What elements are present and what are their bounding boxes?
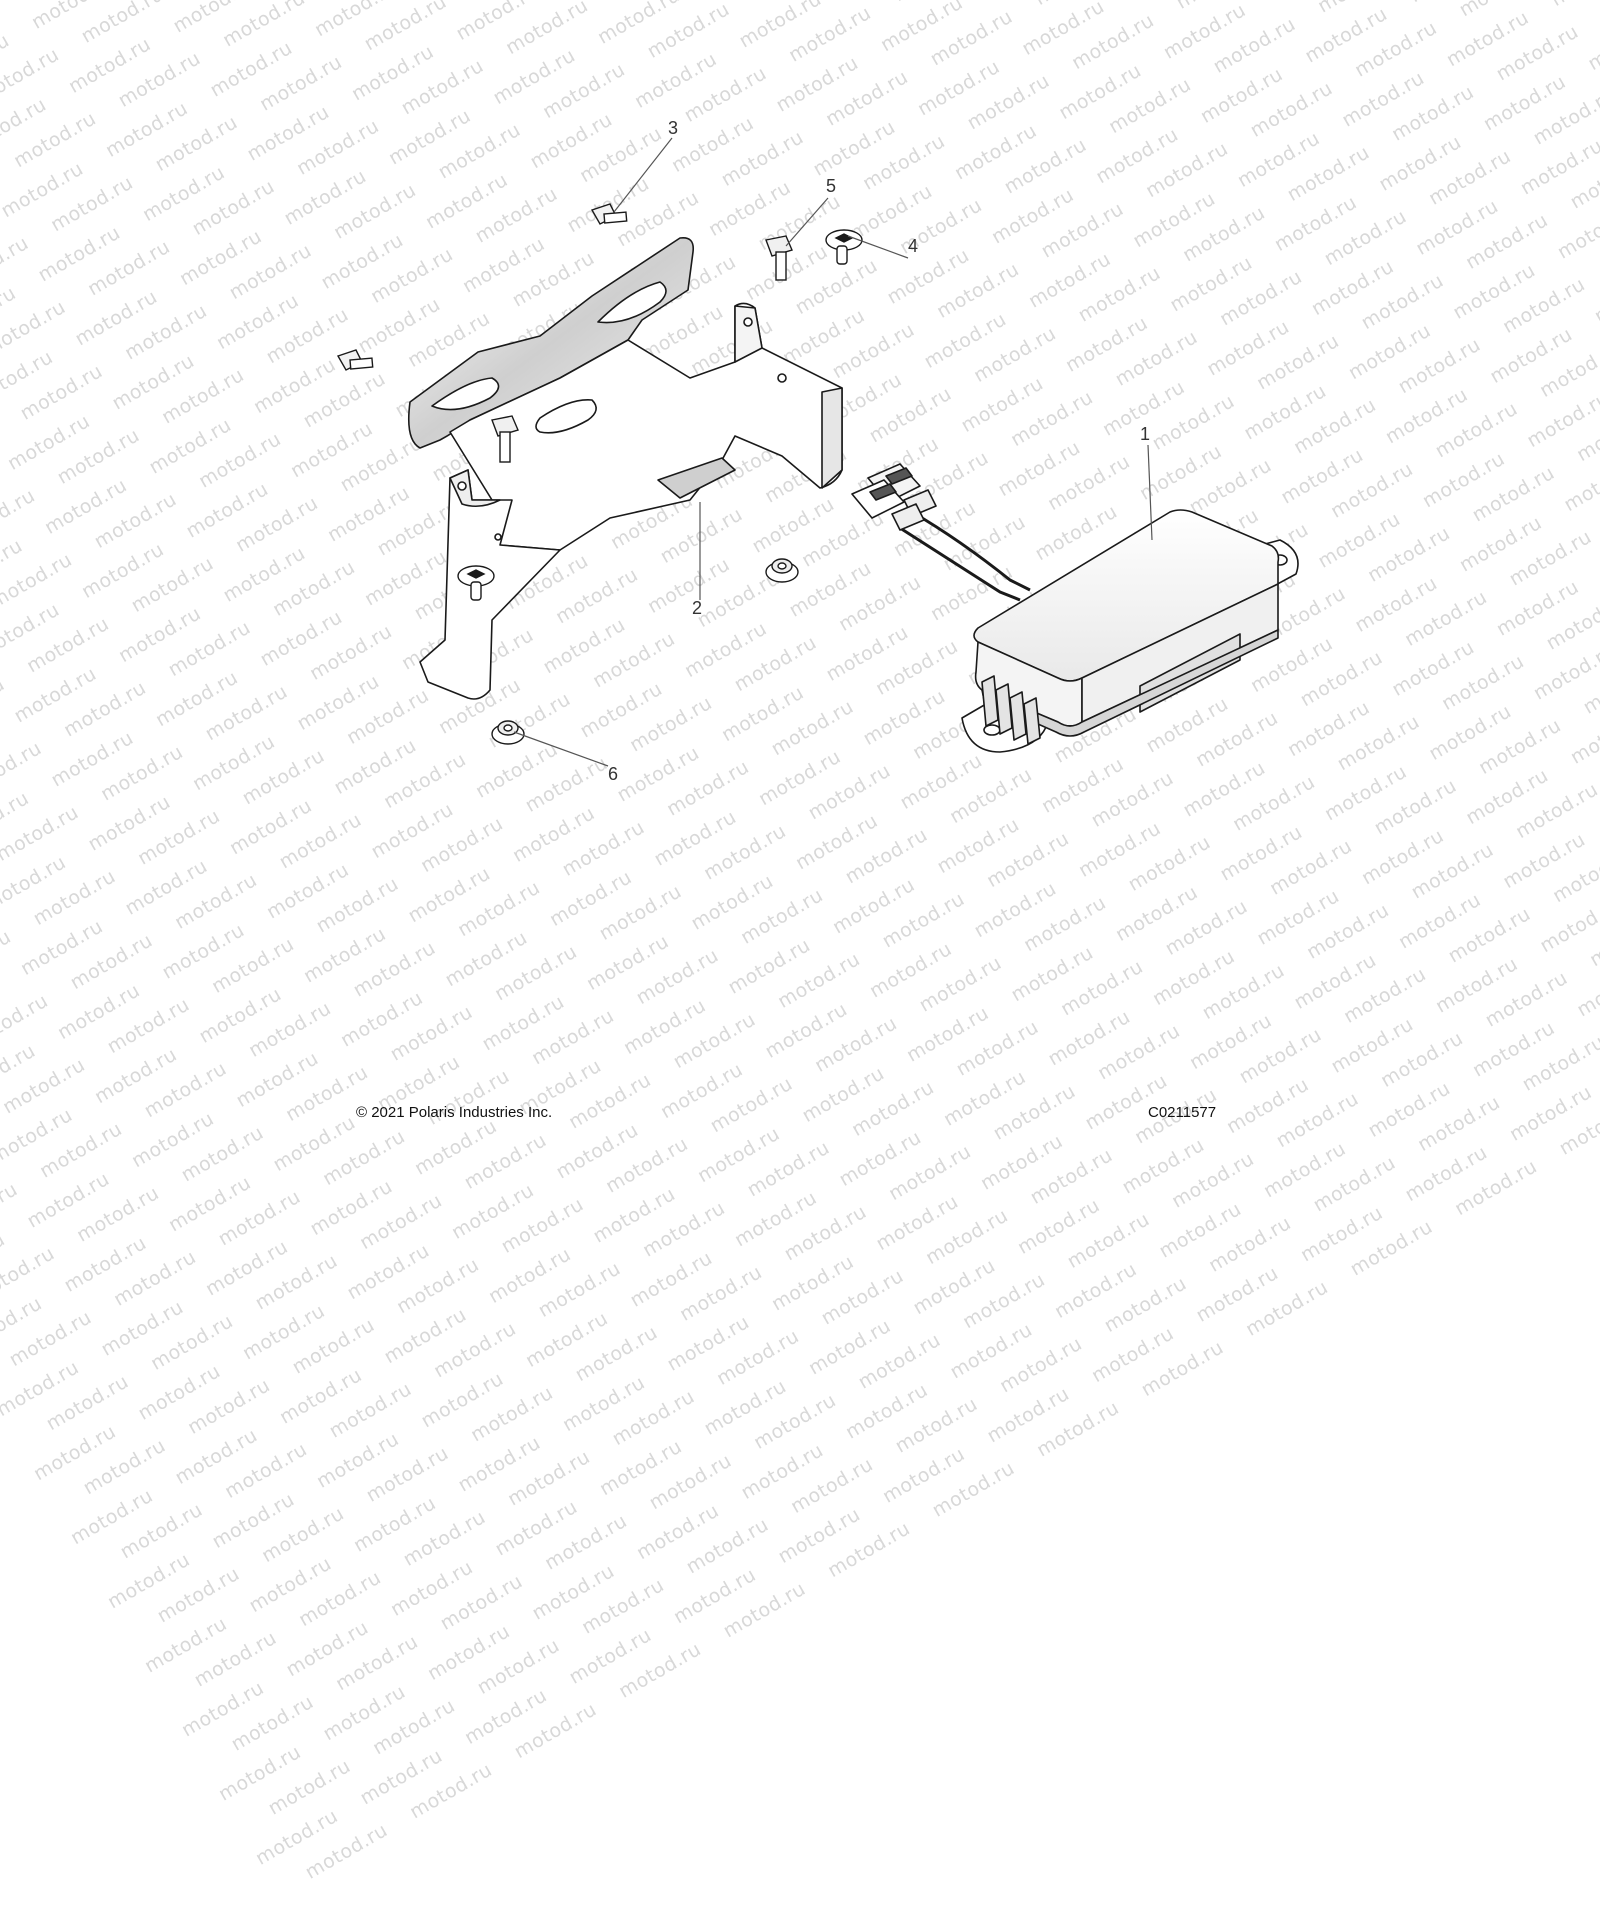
wire-harness	[911, 510, 1031, 592]
callout-5: 5	[826, 176, 836, 196]
nut-6-lower	[491, 720, 525, 745]
callout-3: 3	[668, 118, 678, 138]
bracket-right-leg	[821, 387, 843, 489]
figure-code: C0211577	[1148, 1104, 1217, 1121]
bracket-slot	[535, 399, 597, 434]
parts-diagram: 1 2 3 4 5 6	[336, 118, 1299, 784]
callout-2: 2	[692, 598, 702, 618]
nut-6-right	[765, 558, 799, 583]
flange-cutout-left	[431, 377, 500, 411]
leader-5	[785, 197, 829, 247]
callout-4: 4	[908, 236, 918, 256]
screw-4-upper	[825, 229, 863, 265]
copyright-text: © 2021 Polaris Industries Inc.	[356, 1104, 553, 1121]
callout-6: 6	[608, 764, 618, 784]
leader-3	[613, 137, 673, 213]
screw-4-lower	[457, 565, 495, 601]
leader-6	[513, 731, 609, 767]
bracket-left-leg	[419, 469, 561, 700]
leader-4	[847, 235, 909, 259]
bolt-3-left	[336, 349, 374, 371]
bolt-5-upper	[765, 235, 793, 281]
flange-cutout-right	[597, 281, 667, 324]
module-heatsink-fins	[981, 675, 1041, 745]
callout-1: 1	[1140, 424, 1150, 444]
bracket-fold-shade	[657, 457, 736, 499]
bolt-3-upper	[590, 203, 628, 225]
bracket-tab-top	[734, 305, 763, 363]
leader-1	[1147, 444, 1153, 541]
electronic-module	[851, 463, 1299, 753]
bracket-lower-tab	[449, 469, 501, 508]
connector-plugs	[851, 463, 937, 531]
bolt-5-lower	[491, 415, 519, 463]
mounting-bracket	[407, 236, 843, 700]
module-top-face	[973, 509, 1280, 682]
leader-lines	[513, 137, 1153, 767]
